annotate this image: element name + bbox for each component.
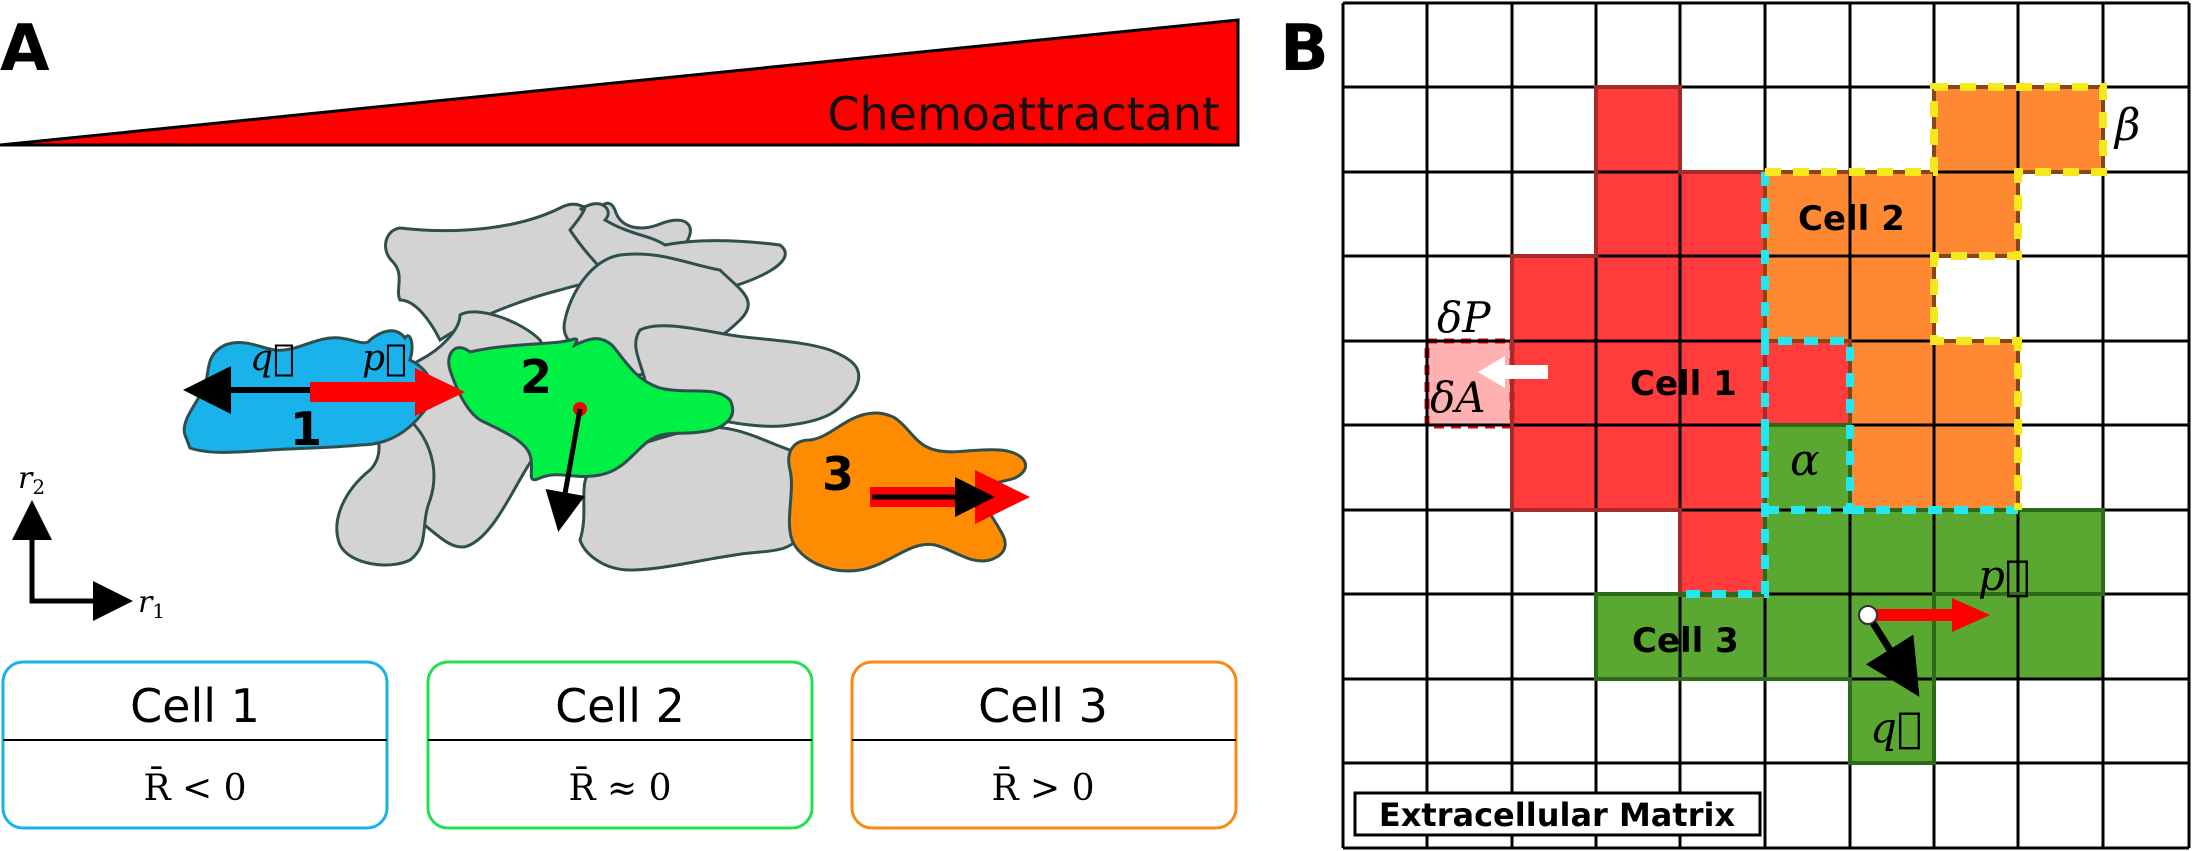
beta-label: β (2113, 100, 2140, 151)
box-1-title: Cell 1 (130, 679, 260, 733)
panel-b-letter: B (1280, 12, 1329, 86)
chemoattractant-label: Chemoattractant (827, 87, 1220, 141)
p-vector-label-a: p⃗ (362, 338, 407, 379)
lattice-center-dot (1858, 605, 1878, 625)
ecm-label-box (1353, 791, 1762, 837)
cell-1-number: 1 (290, 402, 322, 456)
panel-a: A Chemoattractant q⃗ p⃗ 1 2 3 (0, 12, 1240, 830)
cell-2-number: 2 (520, 350, 552, 404)
lattice-q-label: q⃗ (1870, 703, 1922, 752)
cell-3-number: 3 (822, 447, 854, 501)
q-vector-label-a: q⃗ (250, 338, 295, 379)
cell-1-summary-box: Cell 1 R̄ < 0 (1, 660, 389, 830)
box-3-expr: R̄ > 0 (991, 766, 1094, 809)
ecm-label: Extracellular Matrix (1379, 796, 1736, 834)
axis-r2-label: r2 (18, 461, 45, 499)
cell-1-p-arrow (310, 368, 465, 416)
alpha-boundary (1680, 172, 2018, 598)
lattice-cell-2-label: Cell 2 (1798, 199, 1905, 239)
cell-2-shape (447, 337, 735, 482)
lattice-cell-3-label: Cell 3 (1632, 621, 1739, 661)
lattice-cell-2 (1765, 87, 2103, 510)
coordinate-axes: r2 r1 (11, 461, 165, 623)
panel-b: B (1280, 1, 2191, 850)
chemoattractant-gradient (0, 18, 1240, 147)
lattice-p-label: p⃗ (1978, 551, 2030, 600)
lattice-p-arrow (1868, 598, 1990, 632)
axis-r1-label: r1 (138, 585, 165, 623)
beta-boundary (1765, 83, 2107, 510)
lattice-grid (1341, 1, 2191, 850)
box-2-title: Cell 2 (555, 679, 685, 733)
extension-arrow (1478, 356, 1548, 388)
cell-2-q-arrow (545, 408, 585, 532)
panel-a-letter: A (0, 12, 50, 86)
box-1-expr: R̄ < 0 (143, 766, 246, 809)
cell-3-summary-box: Cell 3 R̄ > 0 (850, 660, 1238, 830)
box-2-expr: R̄ ≈ 0 (568, 766, 671, 809)
alpha-label: α (1790, 435, 1820, 486)
cell-2-summary-box: Cell 2 R̄ ≈ 0 (426, 660, 814, 830)
lattice-cell-1-label: Cell 1 (1630, 364, 1737, 404)
delta-a-label: δA (1430, 373, 1486, 422)
delta-p-label: δP (1437, 293, 1491, 342)
box-3-title: Cell 3 (978, 679, 1108, 733)
lattice-q-arrow (1865, 613, 1920, 697)
